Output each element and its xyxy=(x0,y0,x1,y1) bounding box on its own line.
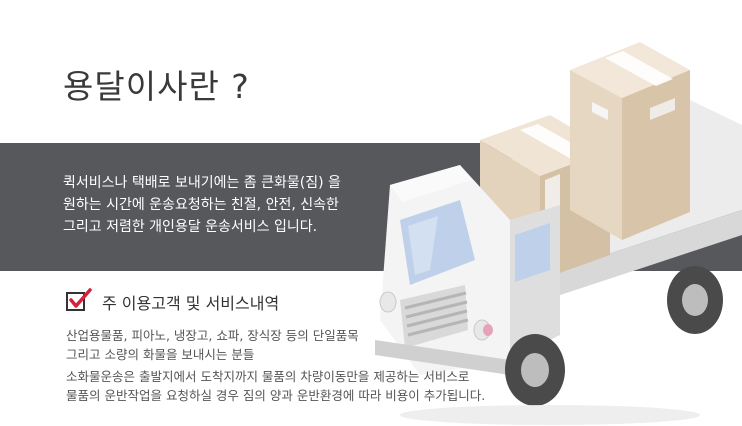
service-list: 산업용물품, 피아노, 냉장고, 쇼파, 장식장 등의 단일품목 그리고 소량의… xyxy=(66,326,626,405)
list-item: 소화물운송은 출발지에서 도착지까지 물품의 차량이동만을 제공하는 서비스로 xyxy=(66,369,470,384)
list-item: 물품의 운반작업을 요청하실 경우 짐의 양과 운반환경에 따라 비용이 추가됩… xyxy=(66,388,486,403)
list-item: 그리고 소량의 화물을 보내시는 분들 xyxy=(66,347,255,362)
intro-line: 원하는 시간에 운송요청하는 친절, 안전, 신속한 xyxy=(63,197,339,213)
page-title: 용달이사란 ? xyxy=(63,67,250,106)
section-title: 주 이용고객 및 서비스내역 xyxy=(102,294,280,313)
intro-line: 퀵서비스나 택배로 보내기에는 좀 큰화물(짐) 을 xyxy=(63,175,341,191)
list-item: 산업용물품, 피아노, 냉장고, 쇼파, 장식장 등의 단일품목 xyxy=(66,328,359,343)
intro-text: 퀵서비스나 택배로 보내기에는 좀 큰화물(짐) 을 원하는 시간에 운송요청하… xyxy=(63,172,403,238)
intro-line: 그리고 저렴한 개인용달 운송서비스 입니다. xyxy=(63,219,318,235)
checkmark-icon xyxy=(66,288,92,311)
truck-with-boxes-icon xyxy=(375,42,742,425)
